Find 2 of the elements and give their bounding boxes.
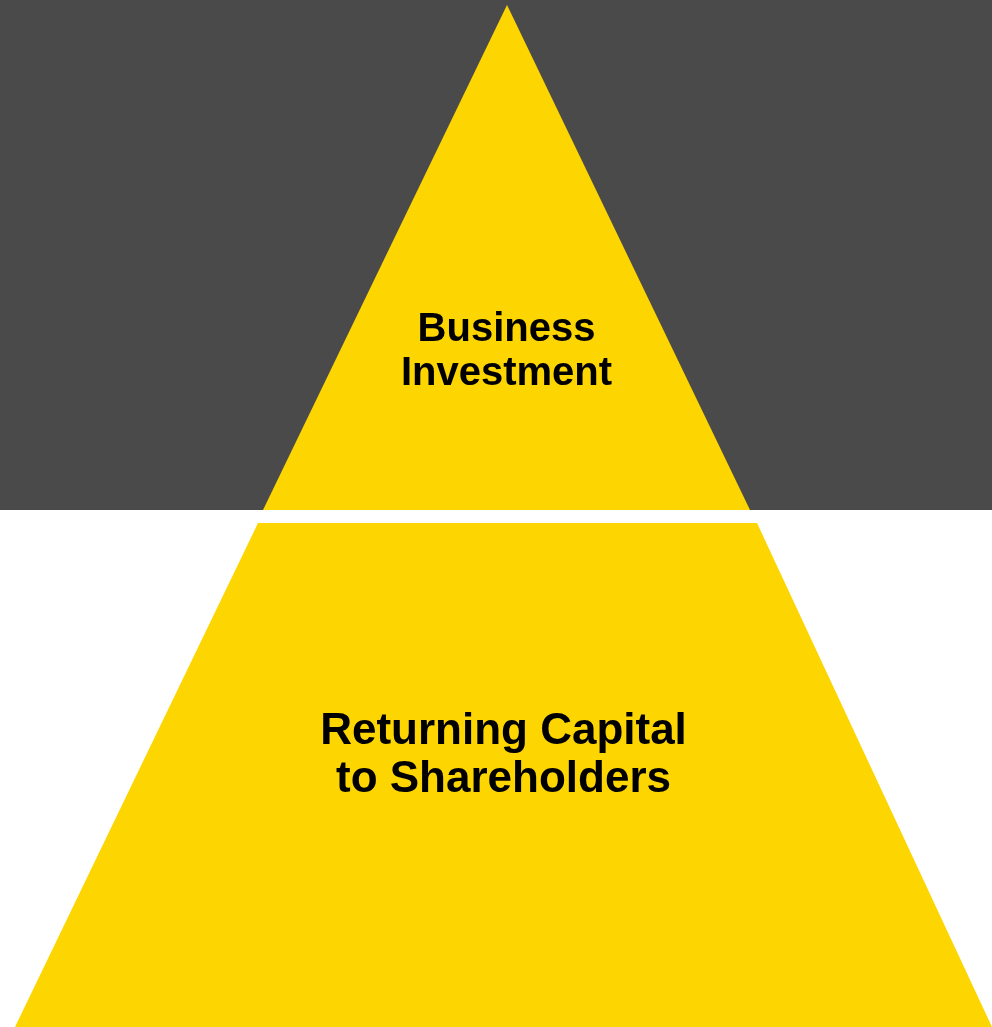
pyramid-label: Business Investment [399,305,614,393]
pyramid-label: Returning Capital to Shareholders [319,705,688,802]
